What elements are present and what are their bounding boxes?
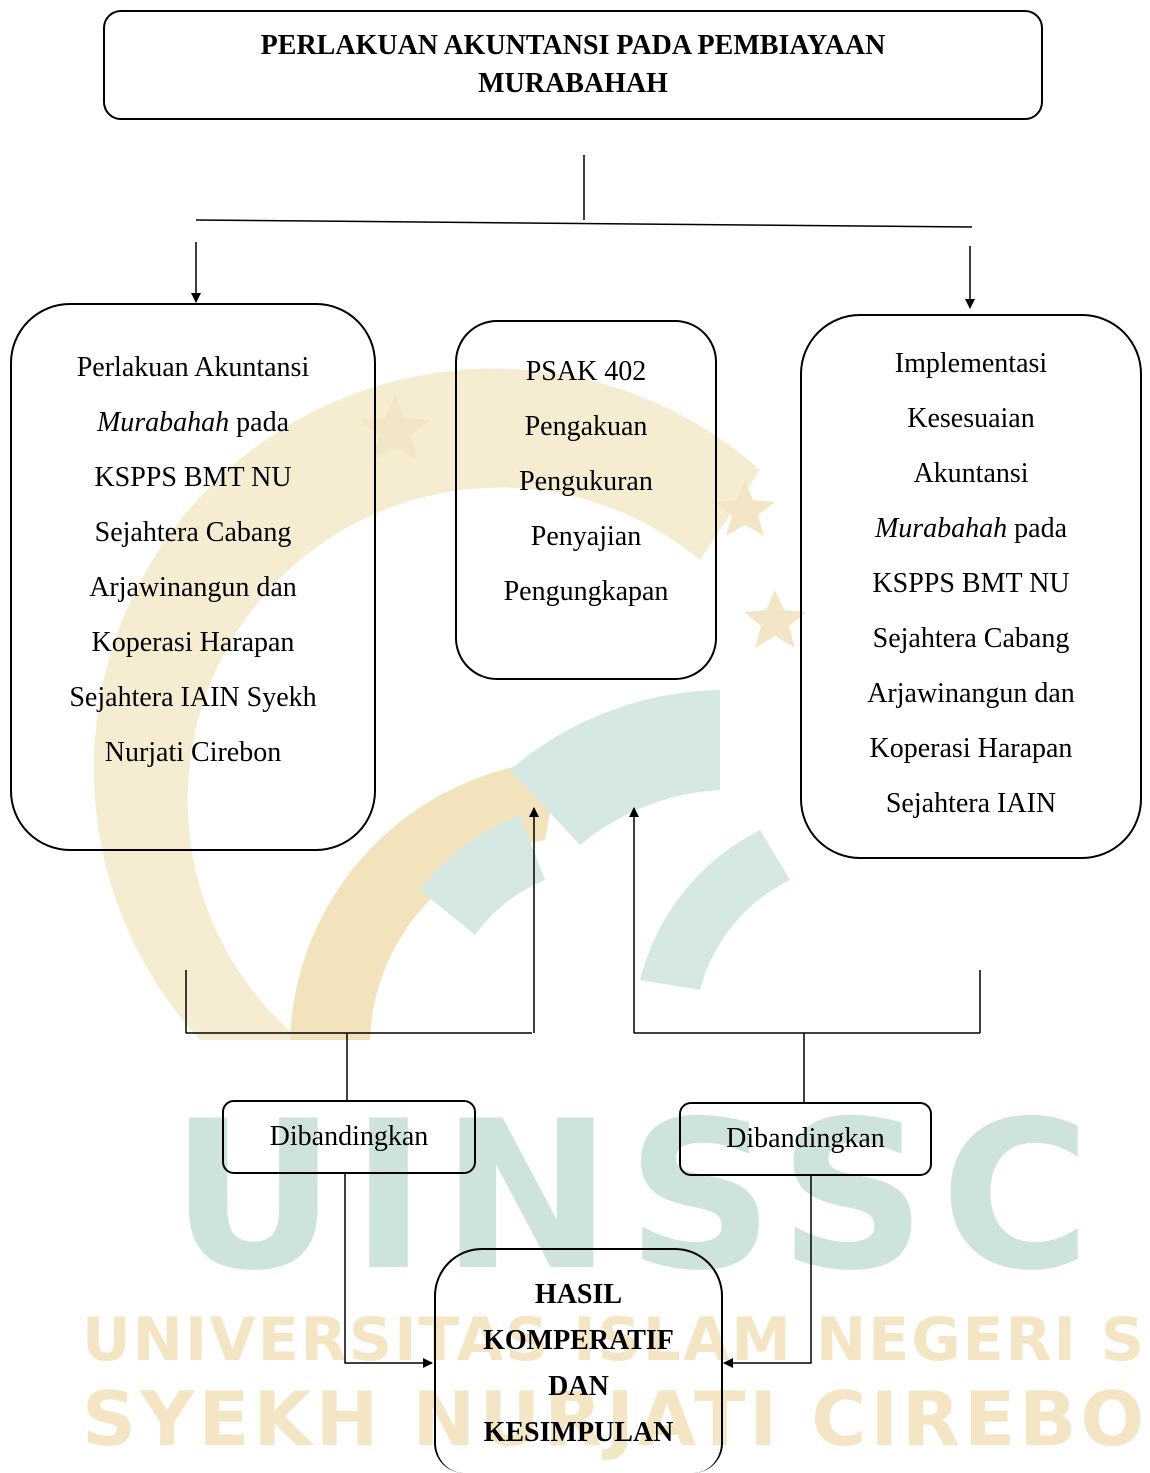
left-box-line-6-text: Koperasi Harapan <box>91 627 295 658</box>
left-box-line-1: Perlakuan Akuntansi <box>69 340 316 395</box>
watermark-line-2: SYEKH NURJATI CIREBON <box>82 1375 1150 1463</box>
compare-box-right: Dibandingkan <box>679 1102 932 1176</box>
right-box-line-8-text: Koperasi Harapan <box>869 733 1073 764</box>
right-box-line-2-text: Kesesuaian <box>907 403 1035 434</box>
result-box-text: HASIL KOMPERATIF DAN KESIMPULAN <box>483 1272 674 1456</box>
right-box-line-1: Implementasi <box>867 336 1075 391</box>
arrow-left-compare-to-result <box>344 1172 433 1368</box>
left-box-line-6: Koperasi Harapan <box>69 615 316 670</box>
right-box-line-4: Murabahah pada <box>867 501 1075 556</box>
title-line-1: PERLAKUAN AKUNTANSI PADA PEMBIAYAAN <box>260 30 886 61</box>
left-box-line-5-text: Arjawinangun dan <box>89 572 297 603</box>
right-box-line-8: Koperasi Harapan <box>867 721 1075 776</box>
right-box-line-3: Akuntansi <box>867 446 1075 501</box>
right-box-line-4-italic: Murabahah <box>874 513 1008 544</box>
right-box-line-7: Arjawinangun dan <box>867 666 1075 721</box>
psak-line-5: Pengungkapan <box>503 576 669 607</box>
psak-box-text: PSAK 402 Pengakuan Pengukuran Penyajian … <box>504 344 669 619</box>
watermark-star-1 <box>360 395 430 460</box>
left-box-line-2: Murabahah pada <box>69 395 316 450</box>
psak-line-1: PSAK 402 <box>525 356 647 387</box>
left-box-line-7-text: Sejahtera IAIN Syekh <box>69 682 317 713</box>
left-box-line-1-text: Perlakuan Akuntansi <box>76 352 310 383</box>
watermark-star-2 <box>715 480 775 536</box>
psak-line-4: Penyajian <box>530 521 642 552</box>
result-box: HASIL KOMPERATIF DAN KESIMPULAN <box>434 1248 723 1473</box>
left-box-line-3: KSPPS BMT NU <box>69 450 316 505</box>
title-box: PERLAKUAN AKUNTANSI PADA PEMBIAYAAN MURA… <box>103 10 1043 120</box>
watermark-arc-teal-2 <box>420 815 545 935</box>
watermark-line-1: UNIVERSITAS ISLAM NEGERI SIBER <box>82 1305 1150 1375</box>
right-box-line-9-text: Sejahtera IAIN <box>885 788 1057 819</box>
watermark-big-text: UINSSC <box>170 1078 1105 1316</box>
right-box-line-7-text: Arjawinangun dan <box>867 678 1075 709</box>
result-line-3: DAN <box>548 1371 609 1402</box>
title-line-2: MURABAHAH <box>478 68 668 99</box>
psak-line-2: Pengakuan <box>524 411 648 442</box>
right-box-line-9: Sejahtera IAIN <box>867 776 1075 831</box>
watermark-arc-teal-3 <box>640 830 790 990</box>
watermark-arc-outer <box>93 368 760 1040</box>
left-box-line-5: Arjawinangun dan <box>69 560 316 615</box>
result-line-2: KOMPERATIF <box>483 1325 674 1356</box>
title-text: PERLAKUAN AKUNTANSI PADA PEMBIAYAAN MURA… <box>261 27 886 103</box>
left-box-line-4: Sejahtera Cabang <box>69 505 316 560</box>
watermark-arc-teal-1 <box>510 690 720 845</box>
right-box-line-3-text: Akuntansi <box>913 458 1029 489</box>
left-box-line-2-text: pada <box>229 407 290 438</box>
right-box-line-2: Kesesuaian <box>867 391 1075 446</box>
compare-left-label: Dibandingkan <box>269 1121 429 1152</box>
top-branch <box>195 219 973 228</box>
left-box-line-8: Nurjati Cirebon <box>69 725 316 780</box>
right-box-line-5-text: KSPPS BMT NU <box>872 568 1070 599</box>
right-box-line-6: Sejahtera Cabang <box>867 611 1075 666</box>
right-box-line-6-text: Sejahtera Cabang <box>872 623 1070 654</box>
left-box-line-2-italic: Murabahah <box>96 407 230 438</box>
result-line-1: HASIL <box>534 1279 623 1310</box>
right-box-line-4-text: pada <box>1007 513 1068 544</box>
right-box-line-1-text: Implementasi <box>894 348 1048 379</box>
psak-box: PSAK 402 Pengakuan Pengukuran Penyajian … <box>455 320 717 680</box>
watermark-star-3 <box>744 590 806 648</box>
left-box-line-8-text: Nurjati Cirebon <box>104 737 282 768</box>
arrow-right-compare-to-result <box>723 1174 812 1368</box>
left-box-line-4-text: Sejahtera Cabang <box>94 517 292 548</box>
compare-box-left: Dibandingkan <box>222 1100 476 1174</box>
left-box-line-3-text: KSPPS BMT NU <box>94 462 292 493</box>
result-line-4: KESIMPULAN <box>483 1417 674 1448</box>
right-box-line-5: KSPPS BMT NU <box>867 556 1075 611</box>
left-box-line-7: Sejahtera IAIN Syekh <box>69 670 316 725</box>
compare-right-label: Dibandingkan <box>726 1123 885 1154</box>
psak-line-3: Pengukuran <box>519 466 653 497</box>
